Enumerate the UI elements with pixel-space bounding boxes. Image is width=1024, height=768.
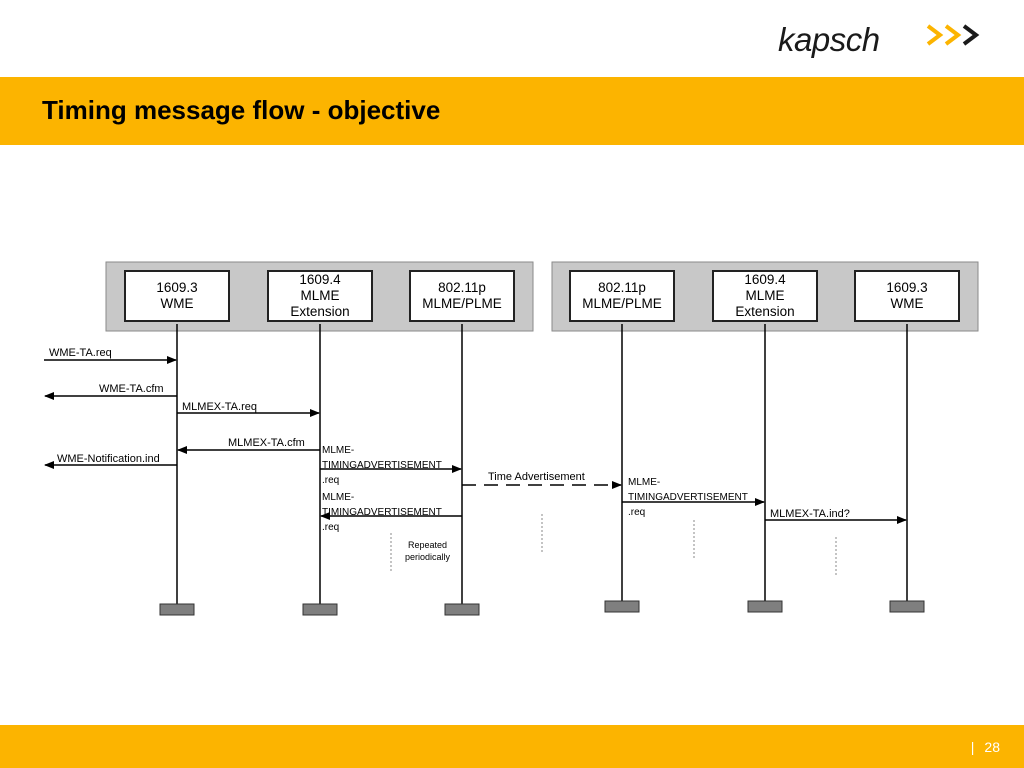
entity-1609-3-wme-right: 1609.3 WME	[854, 270, 960, 322]
terminator-3	[444, 603, 480, 616]
label-mlme-timing-req-1: MLME- TIMINGADVERTISEMENT .req	[322, 445, 442, 486]
terminator-6	[889, 600, 925, 613]
lifeline-terminators	[159, 600, 925, 616]
entity-80211p-mlme-plme-right: 802.11p MLME/PLME	[569, 270, 675, 322]
label-wme-notification-ind: WME-Notification.ind	[57, 453, 160, 465]
page-number: | 28	[971, 739, 1000, 755]
footer-band: | 28	[0, 725, 1024, 768]
page-number-value: 28	[984, 739, 1000, 755]
entity-1609-3-wme-left: 1609.3 WME	[124, 270, 230, 322]
entity-80211p-mlme-plme-left: 802.11p MLME/PLME	[409, 270, 515, 322]
periodic-markers	[390, 514, 837, 576]
page-separator: |	[970, 739, 975, 755]
entity-1609-4-mlme-extension-left: 1609.4 MLME Extension	[267, 270, 373, 322]
title-band: Timing message flow - objective	[0, 77, 1024, 145]
logo-wordmark: kapsch	[778, 21, 880, 58]
terminator-5	[747, 600, 783, 613]
label-wme-ta-cfm: WME-TA.cfm	[99, 383, 164, 395]
label-mlmex-ta-ind: MLMEX-TA.ind?	[770, 508, 850, 520]
label-repeated-periodically: Repeated periodically	[405, 540, 451, 562]
label-mlmex-ta-cfm: MLMEX-TA.cfm	[228, 437, 305, 449]
message-arrows	[44, 356, 907, 524]
label-mlmex-ta-req: MLMEX-TA.req	[182, 401, 257, 413]
kapsch-logo: kapsch	[778, 20, 988, 60]
label-mlme-timing-req-3: MLME- TIMINGADVERTISEMENT .req	[628, 477, 748, 518]
slide-title: Timing message flow - objective	[42, 95, 441, 125]
lifelines	[176, 324, 908, 604]
terminator-1	[159, 603, 195, 616]
terminator-4	[604, 600, 640, 613]
entity-1609-4-mlme-extension-right: 1609.4 MLME Extension	[712, 270, 818, 322]
label-wme-ta-req: WME-TA.req	[49, 347, 112, 359]
label-mlme-timing-req-2: MLME- TIMINGADVERTISEMENT .req	[322, 492, 442, 533]
label-time-advertisement: Time Advertisement	[487, 471, 586, 484]
terminator-2	[302, 603, 338, 616]
logo-chevrons-icon	[926, 24, 980, 46]
